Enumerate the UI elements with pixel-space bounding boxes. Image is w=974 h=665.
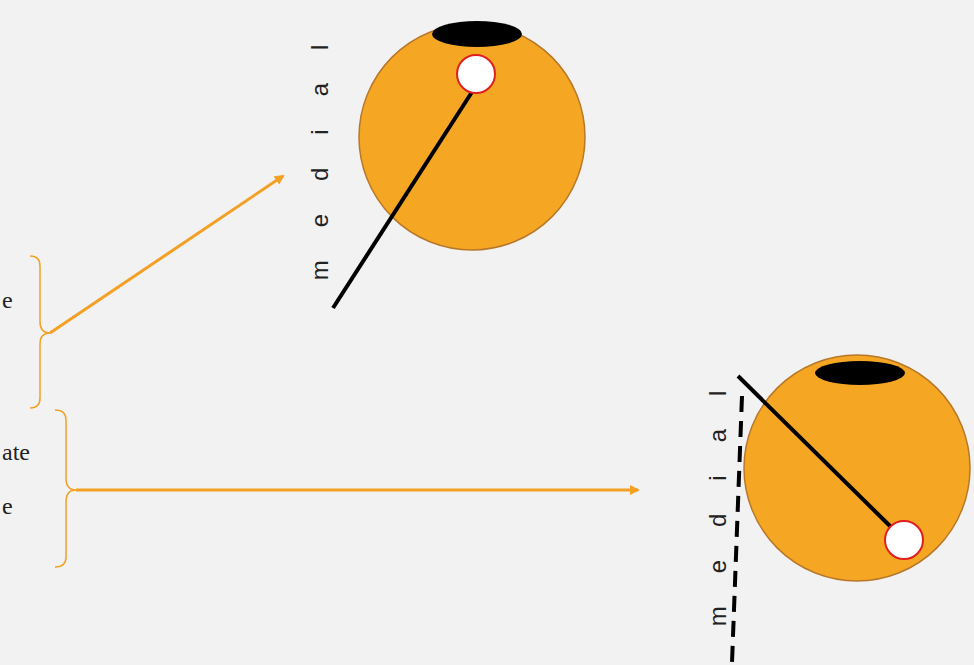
optic-nerve bbox=[738, 376, 892, 528]
optic-disc bbox=[457, 55, 495, 93]
side-label: medial bbox=[706, 358, 730, 627]
truncated-text: ate bbox=[2, 440, 30, 464]
cornea bbox=[432, 21, 522, 47]
bracket bbox=[30, 256, 50, 408]
eyeball bbox=[744, 355, 970, 581]
truncated-text: e bbox=[2, 288, 13, 312]
optic-disc bbox=[885, 521, 923, 559]
cornea bbox=[815, 361, 905, 385]
pointer-arrow bbox=[50, 176, 283, 333]
midline bbox=[732, 396, 742, 663]
side-label: medial bbox=[308, 12, 332, 281]
optic-nerve bbox=[333, 92, 472, 308]
truncated-text: e bbox=[2, 494, 13, 518]
pointer-arrow bbox=[76, 489, 638, 492]
bracket bbox=[55, 410, 76, 567]
